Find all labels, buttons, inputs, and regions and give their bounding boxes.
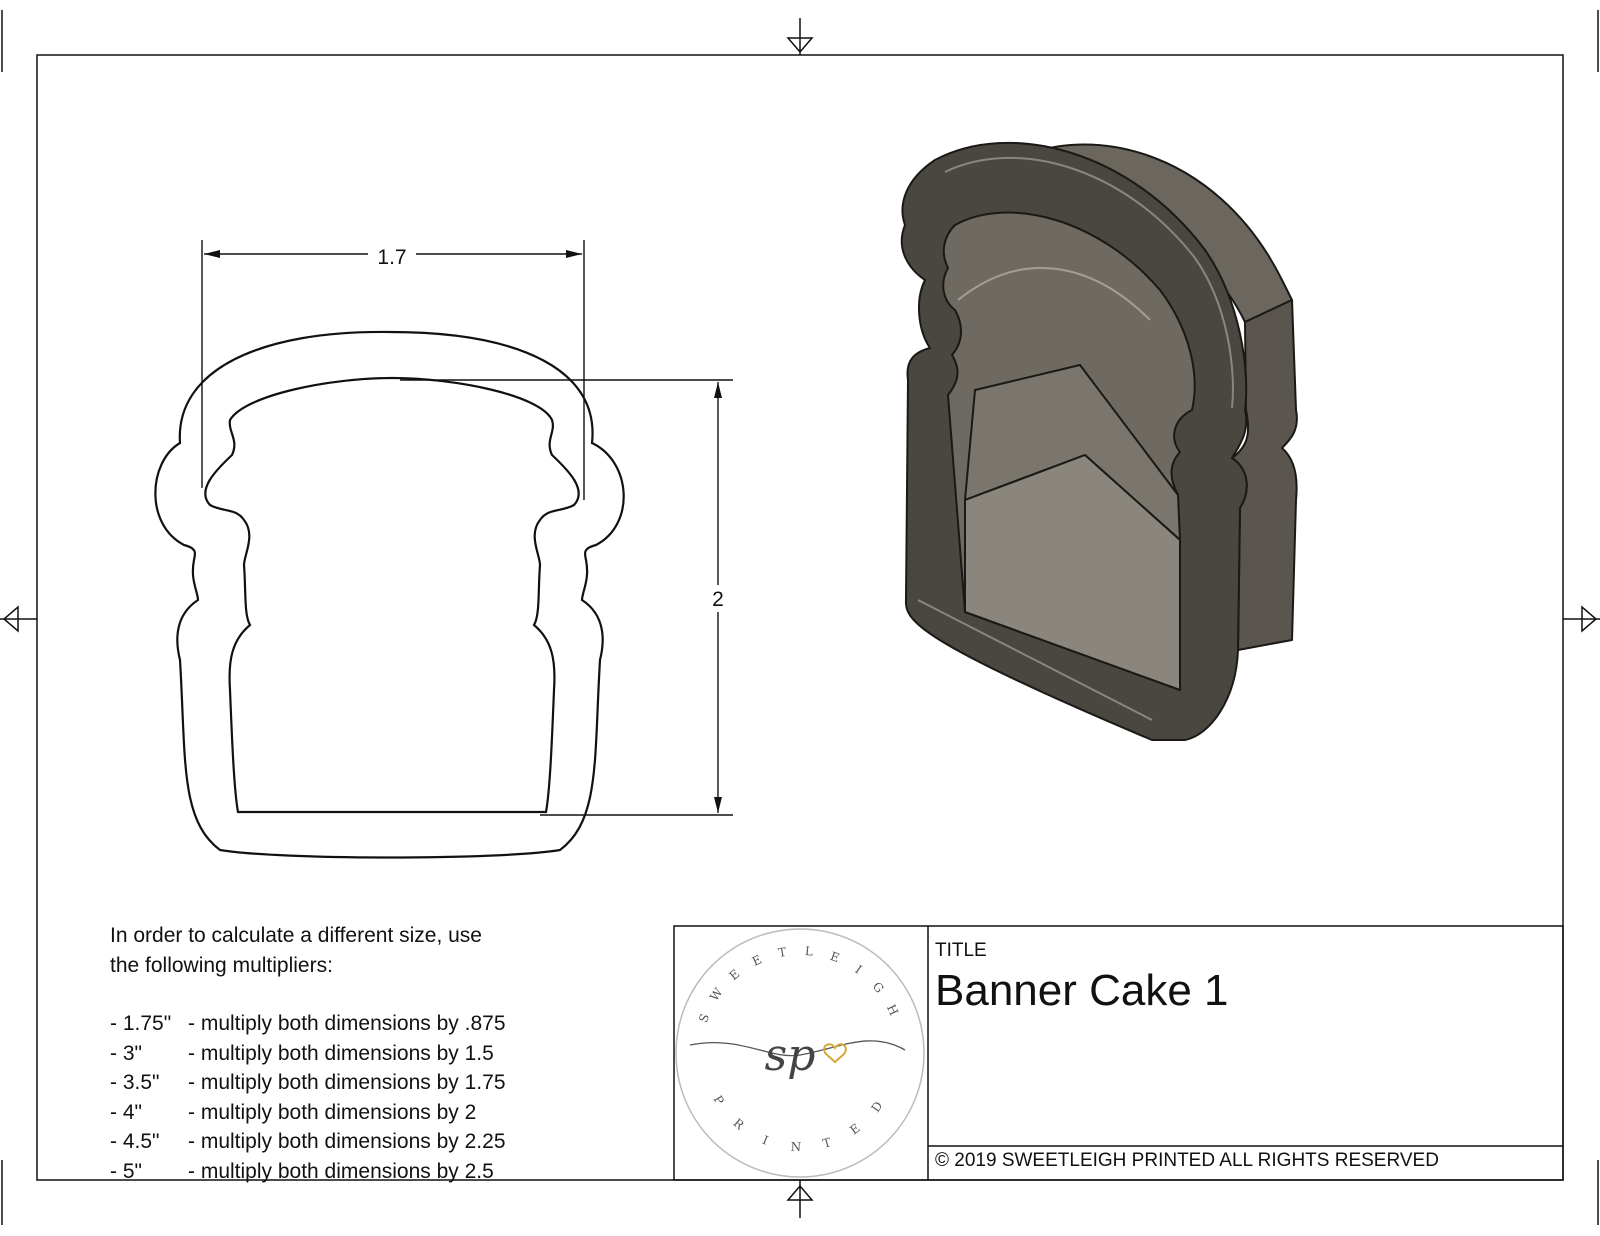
logo-swash [689,1040,906,1057]
logo-letter: S [696,1012,712,1025]
logo-circle [675,928,925,1178]
logo-letter: W [707,985,726,1004]
multiplier-size: - 5" [110,1159,142,1183]
center-mark-bottom [786,1180,814,1218]
multiplier-size: - 3.5" [110,1071,160,1094]
title-label: TITLE [935,940,987,961]
dimension-width-label: 1.7 [377,246,406,269]
logo-letter: D [869,1099,886,1115]
center-mark-right [1563,605,1600,633]
heart-icon [823,1043,847,1064]
multiplier-text: - multiply both dimensions by 1.75 [188,1071,506,1094]
notes-intro-line2: the following multipliers: [110,954,333,977]
logo-letter: P [711,1093,727,1107]
logo-letter: N [790,1140,801,1154]
logo-letter: L [804,944,813,959]
logo-letter: T [821,1135,833,1151]
multiplier-text: - multiply both dimensions by 2 [188,1100,477,1124]
logo-monogram: sp [765,1030,816,1081]
logo-letter: R [731,1116,748,1133]
logo-letter: E [828,949,841,965]
drawing-title: Banner Cake 1 [935,966,1229,1015]
cutter-outline-inner [204,376,580,814]
logo-letter: T [777,945,787,960]
title-block [673,925,1564,1181]
logo-bottom-text: PRI N TED [711,1093,886,1154]
logo-letter: E [847,1121,862,1137]
dimension-height-label: 2 [712,588,724,611]
multiplier-size: - 1.75" [110,1012,172,1035]
cutter-3d-render [900,141,1298,741]
center-mark-left [0,605,37,633]
logo-letter: I [761,1133,771,1148]
copyright-notice: © 2019 SWEETLEIGH PRINTED ALL RIGHTS RES… [935,1150,1439,1171]
multiplier-text: - multiply both dimensions by 2.5 [188,1159,494,1183]
logo-letter: H [884,1002,901,1017]
notes-intro-line1: In order to calculate a different size, … [110,924,482,947]
multiplier-text: - multiply both dimensions by 2.25 [188,1130,506,1153]
multiplier-text: - multiply both dimensions by .875 [188,1012,506,1035]
multiplier-size: - 3" [110,1041,142,1065]
cutter-outline-outer [154,330,625,859]
logo-letter: E [727,967,743,983]
multiplier-size: - 4.5" [110,1130,160,1153]
center-mark-top [786,18,814,55]
dimension-height [400,379,733,816]
dimension-width [201,240,585,500]
logo-letter: G [870,979,887,995]
multiplier-size: - 4" [110,1100,142,1124]
multiplier-text: - multiply both dimensions by 1.5 [188,1041,494,1065]
logo-letter: I [853,962,865,976]
logo-letter: E [750,952,764,968]
